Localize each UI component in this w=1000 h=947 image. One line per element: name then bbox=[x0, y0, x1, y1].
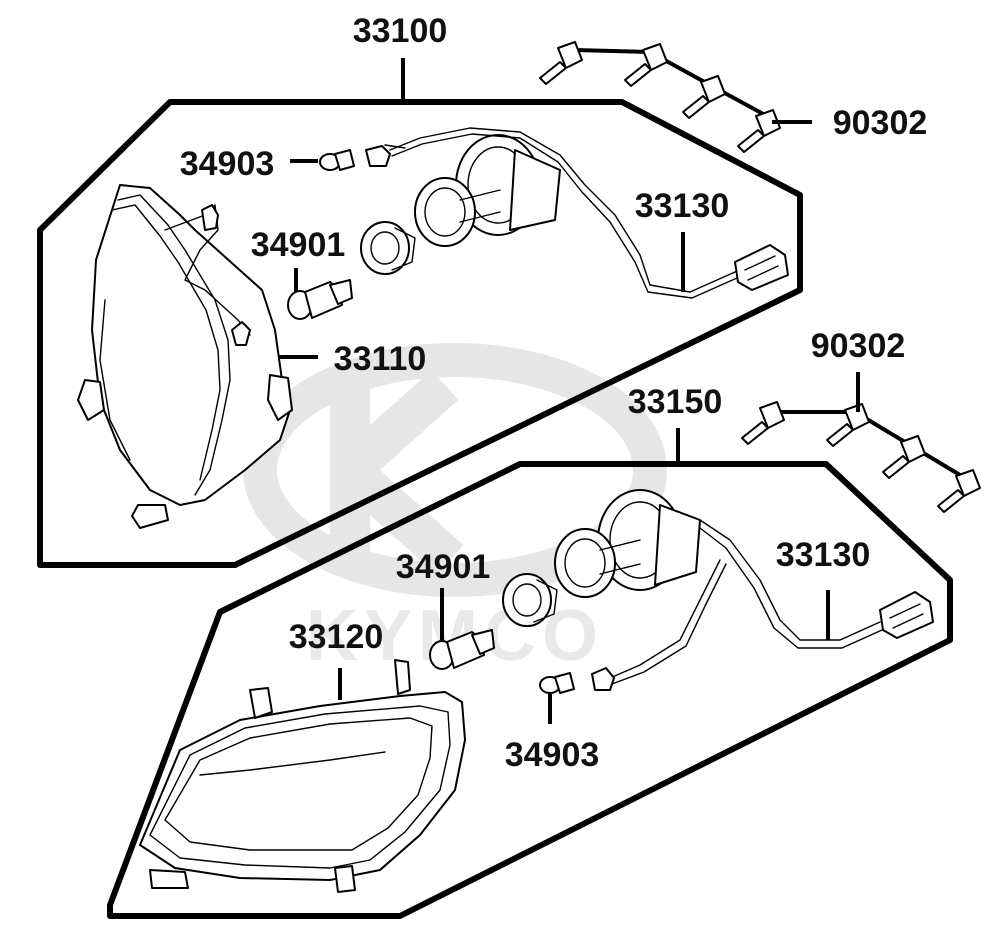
bolt bbox=[882, 435, 926, 479]
lower-main-bulb bbox=[429, 629, 495, 670]
upper-small-bulb bbox=[319, 149, 355, 171]
label-lower-assembly: 33150 bbox=[628, 383, 723, 421]
watermark-ring bbox=[243, 343, 667, 597]
bolt bbox=[624, 43, 668, 87]
lower-small-socket bbox=[591, 667, 615, 691]
upper-headlight-housing bbox=[77, 184, 293, 529]
label-upper-small-bulb: 34903 bbox=[180, 145, 275, 183]
label-lower-harness: 33130 bbox=[776, 536, 871, 574]
bolt bbox=[539, 41, 583, 85]
label-lower-bolts: 90302 bbox=[811, 327, 906, 365]
leader-lines bbox=[278, 58, 860, 724]
label-lower-small-bulb: 34903 bbox=[505, 736, 600, 774]
lower-bulb-ring bbox=[502, 573, 552, 627]
upper-assembly-frame bbox=[37, 99, 803, 568]
label-upper-assembly: 33100 bbox=[353, 12, 448, 50]
upper-main-bulb bbox=[287, 279, 353, 320]
upper-small-socket bbox=[365, 145, 391, 167]
upper-bulb-ring bbox=[360, 221, 410, 275]
label-upper-main-bulb: 34901 bbox=[251, 226, 346, 264]
label-upper-harness: 33130 bbox=[635, 187, 730, 225]
bolt bbox=[682, 75, 726, 119]
lower-headlight-housing bbox=[139, 659, 466, 893]
label-upper-housing: 33110 bbox=[334, 340, 427, 378]
upper-bolts-link bbox=[574, 48, 766, 117]
lower-small-bulb bbox=[539, 672, 575, 694]
part-labels: 33100 34903 34901 33130 90302 33110 9030… bbox=[180, 12, 928, 774]
upper-connector bbox=[734, 244, 789, 291]
label-lower-main-bulb: 34901 bbox=[396, 548, 491, 586]
lower-assembly-frame bbox=[107, 461, 953, 919]
bolt bbox=[937, 469, 981, 513]
watermark-letter bbox=[330, 370, 464, 575]
lower-bolts-link bbox=[775, 410, 967, 480]
upper-harness-assembly bbox=[360, 127, 789, 299]
upper-bolts bbox=[539, 41, 781, 153]
label-lower-housing: 33120 bbox=[289, 618, 384, 656]
bolt bbox=[741, 401, 785, 445]
lower-harness-assembly bbox=[502, 489, 934, 691]
lower-connector bbox=[879, 591, 934, 639]
bolt bbox=[737, 109, 781, 153]
label-upper-bolts: 90302 bbox=[833, 104, 928, 142]
